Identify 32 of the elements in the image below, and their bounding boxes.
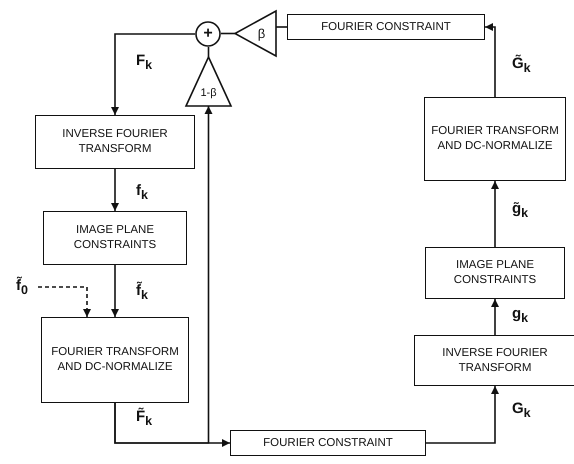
arrow: [111, 33, 195, 115]
connector-line: [221, 32, 235, 34]
input-label: f̃$_{0}$: [6, 272, 38, 302]
edge-label: F̃$_{k}$: [136, 408, 152, 428]
summing-junction: +: [195, 21, 221, 47]
arrow: [426, 386, 499, 444]
process-box: FOURIER CONSTRAINT: [230, 430, 426, 456]
edge-label: G̃$_{k}$: [512, 55, 531, 75]
arrow: [485, 23, 496, 97]
arrow: [114, 106, 212, 444]
gain-triangle: β: [235, 11, 276, 56]
edge-label: F$_{k}$: [136, 52, 152, 72]
connector-line: [208, 47, 210, 57]
process-box: INVERSE FOURIER TRANSFORM: [414, 335, 574, 386]
edge-label: g$_{k}$: [512, 305, 528, 325]
edge-label: G$_{k}$: [512, 400, 531, 420]
process-box: FOURIER TRANSFORM AND DC-NORMALIZE: [41, 317, 189, 403]
gain-triangle: 1-β: [186, 57, 231, 106]
arrow: [491, 181, 499, 247]
connector-line: [276, 26, 287, 28]
edge-label: f$_{k}$: [136, 182, 148, 202]
process-box: IMAGE PLANE CONSTRAINTS: [43, 211, 187, 265]
edge-label: g̃$_{k}$: [512, 200, 528, 220]
process-box: INVERSE FOURIER TRANSFORM: [35, 115, 195, 169]
arrow: [111, 265, 119, 317]
arrow: [491, 299, 499, 335]
arrow: [38, 286, 91, 317]
process-box: FOURIER TRANSFORM AND DC-NORMALIZE: [424, 97, 566, 181]
edge-label: f̃$_{k}$: [136, 282, 148, 302]
arrow: [111, 169, 119, 211]
process-box: IMAGE PLANE CONSTRAINTS: [425, 247, 565, 299]
process-box: FOURIER CONSTRAINT: [287, 14, 485, 40]
